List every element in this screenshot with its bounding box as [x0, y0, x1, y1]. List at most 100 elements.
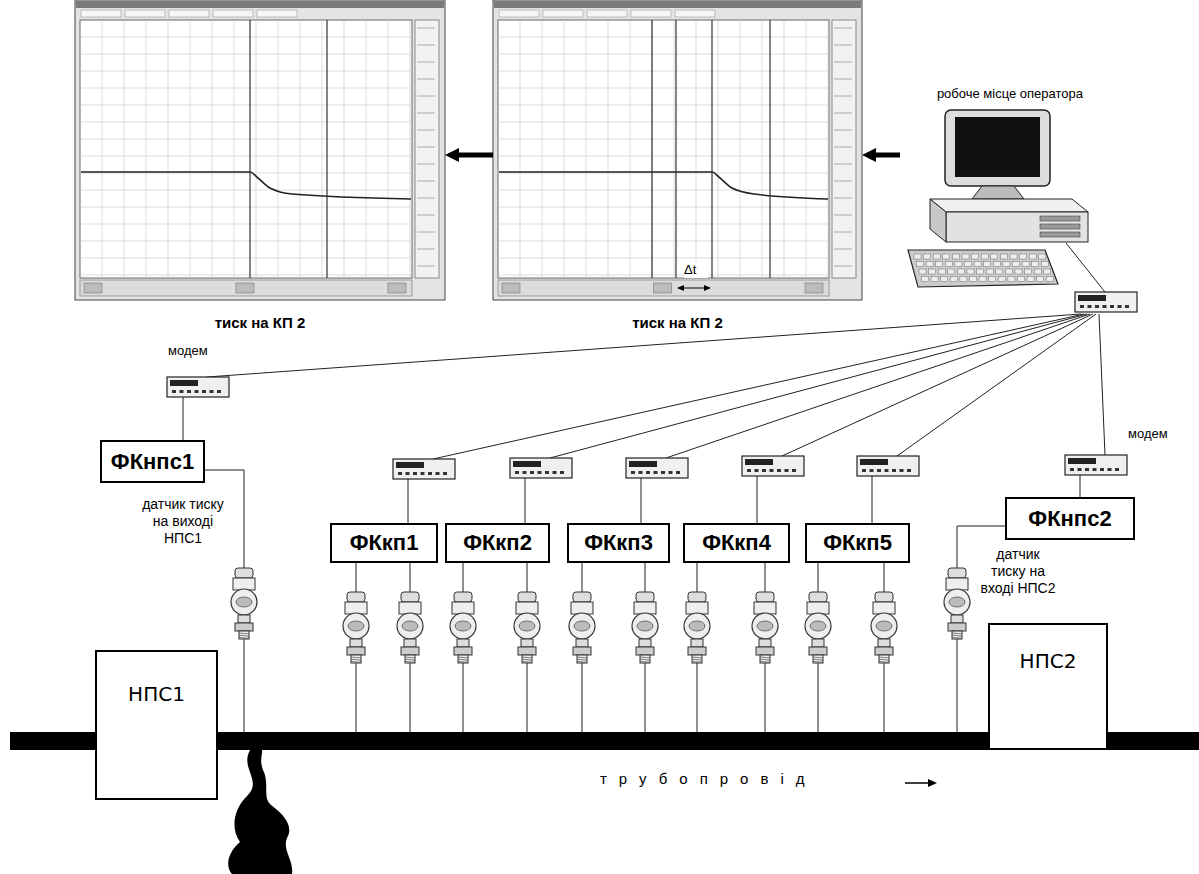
plot-area — [80, 20, 412, 278]
sensor-gauge — [514, 613, 540, 639]
modem-led — [187, 390, 191, 393]
key — [1039, 254, 1046, 259]
grid-line — [344, 20, 345, 278]
modem-body — [1065, 455, 1127, 475]
grid-line — [652, 20, 653, 278]
thread-line — [952, 633, 962, 634]
key — [1000, 254, 1007, 259]
system-unit-side — [930, 199, 946, 242]
comm-line — [433, 314, 1084, 459]
grid-line — [124, 20, 125, 278]
delay-arrow-head — [677, 285, 684, 291]
scale-tick — [834, 130, 852, 131]
modem-led — [1115, 468, 1119, 471]
grid-line — [80, 241, 412, 242]
key — [986, 269, 993, 274]
modem-led — [669, 471, 673, 474]
signal-wire — [356, 563, 357, 592]
grid-line — [278, 20, 279, 278]
grid-line — [80, 258, 412, 259]
scale-tick — [834, 215, 852, 216]
signal-wire — [884, 563, 885, 592]
key — [967, 269, 974, 274]
status-strip — [498, 280, 829, 296]
modem-led — [428, 472, 432, 475]
modem-led — [654, 471, 658, 474]
screenshot-graph — [75, 0, 445, 300]
grid-line — [256, 20, 257, 278]
menu-tab — [169, 10, 209, 17]
sensor-thread — [640, 655, 650, 663]
thread-line — [577, 661, 587, 662]
comm-line — [782, 314, 1093, 456]
controller-box: ФКкп3 — [567, 523, 670, 563]
system-unit-front — [946, 212, 1088, 242]
pressure-sensor — [231, 568, 257, 639]
sensor-hex — [518, 647, 536, 655]
key — [1034, 269, 1041, 274]
comm-line — [183, 397, 184, 440]
key — [977, 269, 984, 274]
key — [962, 254, 969, 259]
grid-line — [498, 275, 829, 276]
cursor-line — [326, 20, 327, 278]
key — [957, 269, 964, 274]
grid-line — [388, 20, 389, 278]
key — [991, 254, 998, 259]
modem-panel — [513, 461, 541, 467]
key — [1010, 254, 1017, 259]
comm-line — [525, 478, 526, 523]
status-box — [805, 283, 823, 293]
grid-line — [828, 20, 829, 278]
key — [936, 262, 943, 267]
scale-column — [415, 20, 439, 278]
screenshot-graph — [493, 0, 862, 300]
key — [1018, 277, 1025, 282]
screenshot-window: тиск на КП 2 — [75, 0, 445, 300]
key — [931, 277, 938, 282]
sensor-thread — [692, 655, 702, 663]
sensor-head — [754, 602, 776, 614]
sensor-hex — [875, 647, 893, 655]
modem-led — [560, 471, 564, 474]
key — [948, 269, 955, 274]
thread-line — [760, 661, 770, 662]
grid-line — [542, 20, 543, 278]
controller-box: ФКкп1 — [330, 523, 438, 563]
signal-wire — [697, 563, 698, 592]
modem-led — [545, 471, 549, 474]
modem-body — [857, 456, 919, 476]
thread-line — [692, 661, 702, 662]
key — [981, 254, 988, 259]
controller-box: ФКкп5 — [805, 523, 910, 563]
pressure-sensor — [397, 592, 423, 663]
key — [1013, 262, 1020, 267]
grid-line — [168, 20, 169, 278]
impulse-line — [582, 663, 583, 732]
flow-arrow-head — [928, 779, 937, 787]
sensor-gauge — [450, 613, 476, 639]
time-delay-label: Δt — [684, 262, 708, 278]
modem-led — [515, 471, 519, 474]
modem-led — [747, 469, 751, 472]
sensor-cap — [636, 592, 654, 602]
key — [952, 254, 959, 259]
signal-wire — [765, 563, 766, 592]
comm-line — [872, 476, 873, 523]
thread-line — [879, 657, 889, 658]
scale-tick — [417, 232, 435, 233]
grid-line — [498, 88, 829, 89]
cursor-line — [711, 20, 712, 278]
comm-line — [666, 314, 1090, 458]
controller-box: ФКкп2 — [445, 523, 550, 563]
modem-panel — [1078, 295, 1106, 301]
signal-wire — [582, 563, 583, 592]
node-text: ФКкп5 — [823, 530, 892, 556]
grid-line — [80, 139, 412, 140]
comm-line — [757, 476, 758, 523]
impulse-line — [818, 663, 819, 732]
grid-line — [498, 258, 829, 259]
thread-line — [577, 659, 587, 660]
key — [974, 262, 981, 267]
key — [1005, 269, 1012, 274]
